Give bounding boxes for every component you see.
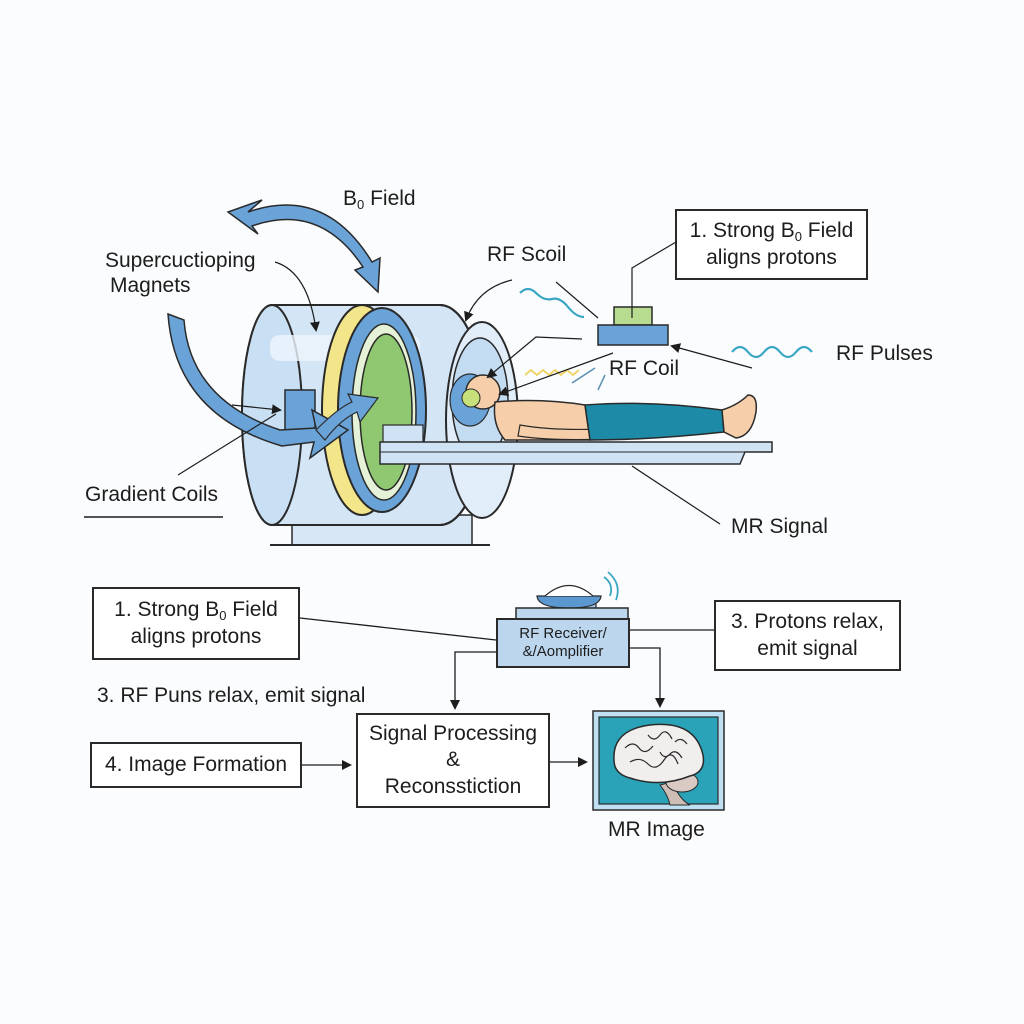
step4-box: 4. Image Formation (90, 742, 302, 788)
patient-legs (584, 402, 725, 441)
leader-line (464, 279, 513, 322)
rf-coil-top (613, 306, 653, 326)
top-callout-line-2: aligns protons (706, 246, 837, 269)
rf-wave-icon (519, 287, 585, 319)
gradient-coils-label: Gradient Coils (85, 483, 219, 506)
gradient-coil-block (284, 389, 316, 436)
rf-receiver-box: RF Receiver/ &/Aomplifier (496, 618, 630, 668)
patient (449, 373, 758, 441)
signal-tick-icon (571, 367, 596, 384)
head-coil-icon (461, 388, 481, 408)
rf-receiver-line-1: RF Receiver/ (519, 625, 607, 642)
step1-line-2: aligns protons (130, 625, 262, 648)
signal-tick-icon (597, 374, 606, 391)
rf-scoil-label: RF Scoil (487, 243, 567, 266)
superconducting-magnets-label: Supercuctioping Magnets (105, 248, 256, 298)
magnets-line-2: Magnets (110, 274, 191, 298)
leader-line (670, 343, 753, 369)
mr-signal-label: MR Signal (731, 515, 828, 538)
b0-field-label: B0 Field (343, 186, 416, 213)
processing-line-2: & (445, 748, 460, 772)
antenna-dish-icon (536, 571, 619, 613)
processing-line-3: Reconsstiction (384, 774, 522, 798)
magnets-line-1: Supercuctioping (105, 249, 256, 272)
step3-right-box: 3. Protons relax, emit signal (714, 600, 901, 671)
signal-wave-icon (524, 368, 580, 377)
processing-box: Signal Processing & Reconsstiction (356, 713, 550, 808)
rf-pulses-label: RF Pulses (836, 342, 933, 365)
mr-image-display (592, 710, 725, 811)
rf-coil-device (597, 306, 669, 346)
step3-right-line-1: 3. Protons relax, (731, 610, 884, 634)
step1-box: 1. Strong B0 Field aligns protons (92, 587, 300, 660)
patient-table (379, 441, 773, 465)
leader-line (231, 404, 282, 415)
brain-icon (613, 723, 705, 806)
leader-line (498, 352, 614, 396)
processing-line-1: Signal Processing (368, 722, 538, 746)
leader-line (631, 241, 677, 318)
b0-subscript: 0 (357, 197, 365, 212)
step3-left-label: 3. RF Puns relax, emit signal (97, 684, 366, 707)
top-callout-box: 1. Strong B0 Field aligns protons (675, 209, 868, 280)
step3-right-line-2: emit signal (757, 636, 858, 660)
rf-receiver-line-2: &/Aomplifier (522, 643, 604, 660)
leader-line (486, 336, 583, 379)
top-callout-line-1: 1. Strong B0 Field (689, 218, 854, 244)
connector-arrow (450, 651, 496, 710)
leader-line (555, 281, 599, 319)
patient-foot (721, 394, 758, 439)
b0-suffix: Field (364, 187, 416, 210)
rf-coil-base (597, 324, 669, 346)
rf-pulse-wave-icon (731, 345, 813, 359)
step4-text: 4. Image Formation (104, 752, 288, 776)
leader-line (274, 261, 320, 332)
b0-field-arrow-icon (226, 199, 381, 294)
magnet-curve-arrow-icon (167, 312, 350, 460)
leader-line (177, 413, 277, 476)
leader-line (631, 465, 721, 525)
connector-line (299, 617, 497, 641)
inner-flow-arrow-icon (315, 393, 380, 441)
rf-coil-label: RF Coil (609, 357, 680, 380)
connector-arrow (630, 647, 665, 708)
b0-prefix: B (343, 187, 358, 210)
step1-line-1: 1. Strong B0 Field (114, 597, 278, 623)
mr-image-label: MR Image (608, 818, 705, 841)
